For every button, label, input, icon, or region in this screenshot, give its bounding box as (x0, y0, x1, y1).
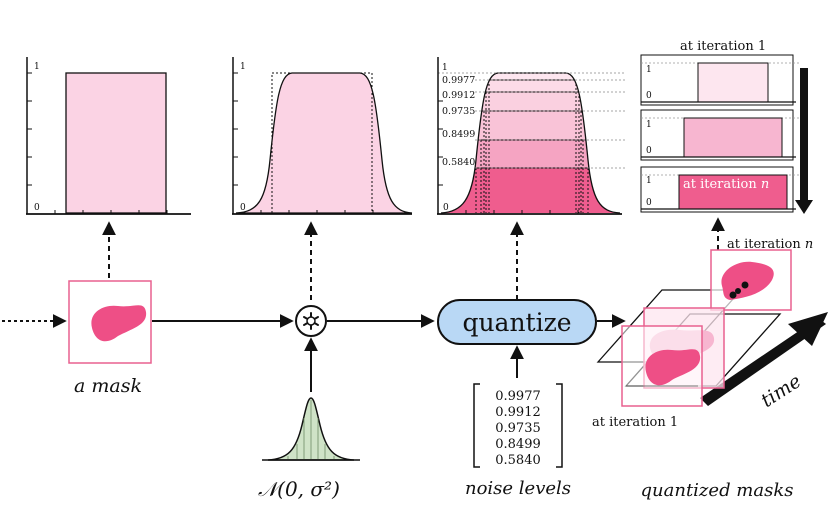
plot-quantized-profile: 1 0.9977 0.9912 0.9735 0.8499 0.5840 0 (437, 57, 626, 215)
plot-mask-profile: 1 0 (26, 57, 191, 215)
quantize-node (437, 299, 597, 345)
plot2-y0: 0 (240, 203, 246, 213)
mask-blob (91, 305, 147, 342)
noise-level-2: 0.9912 (495, 405, 541, 420)
plot1-y1: 1 (34, 62, 40, 72)
mask-label: a mask (74, 375, 142, 397)
plot3-level-5: 0.5840 (442, 157, 475, 168)
dashed-arrows (102, 217, 725, 300)
noise-level-3: 0.9735 (495, 421, 541, 436)
noise-levels-vector: 0.9977 0.9912 0.9735 0.8499 0.5840 (473, 383, 563, 468)
svg-text:0: 0 (646, 91, 652, 101)
plot3-level-3: 0.9735 (442, 106, 475, 117)
svg-text:0: 0 (646, 198, 652, 208)
svg-text:1: 1 (646, 120, 652, 130)
svg-text:0: 0 (646, 146, 652, 156)
noise-level-1: 0.9977 (495, 389, 541, 404)
time-label: time (757, 370, 805, 412)
plot3-level-4: 0.8499 (442, 129, 475, 140)
stack-iteration-n-label: at iteration n (727, 237, 813, 252)
plot-blurred-profile: 1 0 (232, 57, 413, 215)
quantize-label: quantize (462, 308, 571, 337)
iteration-n-label: at iteration n (683, 177, 769, 192)
quantized-masks-label: quantized masks (641, 480, 794, 501)
stack-iteration-1-label: at iteration 1 (592, 415, 678, 430)
plot2-y1: 1 (240, 62, 246, 72)
plot1-y0: 0 (34, 203, 40, 213)
gaussian-icon (262, 397, 360, 461)
plot3-y1: 1 (442, 63, 448, 73)
svg-text:1: 1 (646, 65, 652, 75)
plot3-level-1: 0.9977 (442, 75, 475, 86)
plot3-y0: 0 (443, 203, 449, 213)
noise-levels-label: noise levels (465, 478, 571, 499)
quantized-mask-stack: time at iteration n at iteration 1 quant… (592, 237, 828, 501)
noise-level-4: 0.8499 (495, 437, 541, 452)
pipeline: a mask 𝒩(0, σ²) (2, 280, 626, 501)
noise-level-5: 0.5840 (495, 453, 541, 468)
iteration-first-label: at iteration 1 (680, 39, 766, 54)
gaussian-label: 𝒩(0, σ²) (258, 477, 340, 501)
svg-text:1: 1 (646, 176, 652, 186)
plot3-level-2: 0.9912 (442, 90, 475, 101)
iteration-plots: at iteration 1 1 0 1 0 1 0 at iteration … (640, 39, 813, 214)
